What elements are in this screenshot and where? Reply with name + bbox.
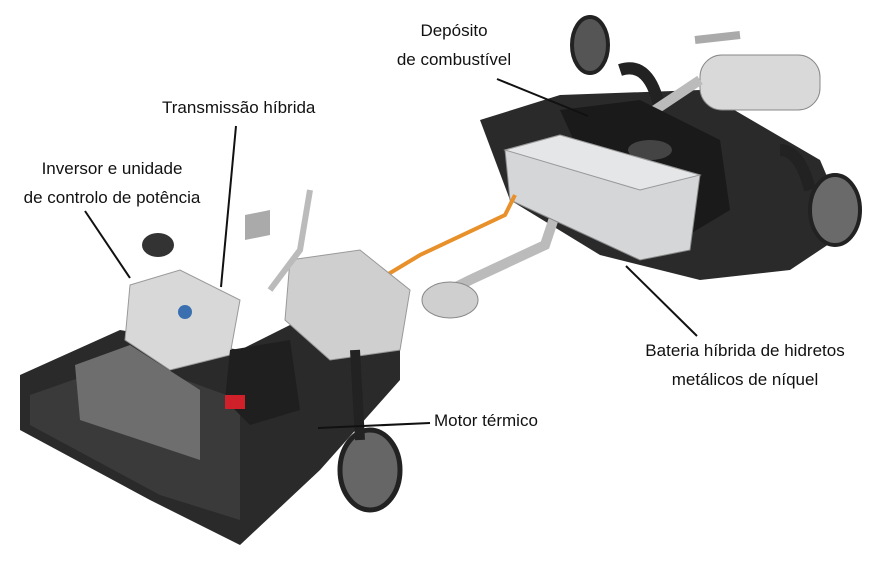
label-fuel-tank-line1: Depósito [420, 21, 488, 40]
leader-transmission [220, 125, 237, 288]
label-inverter-line2: de controlo de potência [23, 188, 201, 207]
leader-battery [625, 265, 698, 337]
battery-pack [503, 134, 702, 261]
label-battery-line2: metálicos de níquel [671, 370, 819, 389]
leader-inverter [84, 210, 131, 279]
label-battery: Bateria híbrida de hidretos metálicos de… [624, 336, 866, 394]
label-inverter: Inversor e unidade de controlo de potênc… [6, 154, 218, 212]
label-battery-line1: Bateria híbrida de hidretos [645, 341, 845, 360]
leader-lines [84, 78, 698, 429]
label-fuel-tank-line2: de combustível [396, 50, 512, 69]
label-fuel-tank: Depósito de combustível [384, 16, 524, 74]
front-engine-bay [20, 189, 411, 545]
leader-fuel-tank [496, 78, 589, 117]
leader-engine [317, 422, 431, 429]
label-inverter-line1: Inversor e unidade [41, 159, 183, 178]
label-hybrid-transmission: Transmissão híbrida [162, 98, 316, 117]
label-engine: Motor térmico [434, 411, 538, 430]
